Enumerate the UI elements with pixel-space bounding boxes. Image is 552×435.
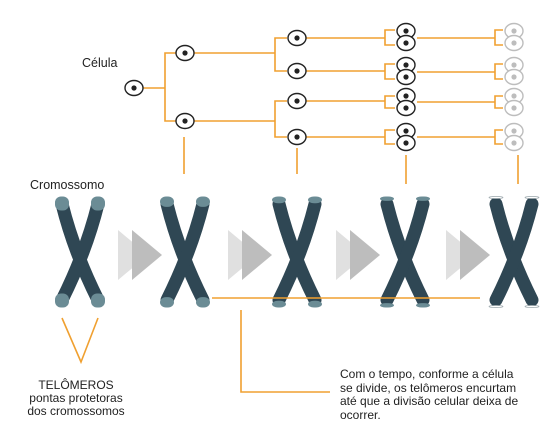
caption-line: até que a divisão celular deixa de	[340, 394, 519, 408]
arrow-icon	[228, 230, 272, 280]
telomere-cap	[380, 196, 394, 201]
telomere-cap	[308, 196, 322, 204]
telomere-cap	[91, 196, 105, 211]
telomere-cap	[272, 300, 286, 308]
cell-icon	[287, 128, 307, 146]
telomere-desc-line: dos cromossomos	[27, 404, 125, 418]
caption-line: ocorrer.	[340, 407, 381, 422]
telomere-cap	[160, 297, 174, 308]
faded-cell-pair-icon	[505, 24, 523, 51]
faded-cell-pair-icon	[505, 124, 523, 151]
arrow-icon	[446, 230, 490, 280]
telomere-cap	[524, 196, 540, 199]
telomere-cap	[55, 196, 69, 211]
faded-cell-pair-icon	[505, 89, 523, 116]
cell-icon	[287, 92, 307, 110]
telomere-cap	[160, 196, 174, 207]
telomere-cap	[55, 293, 69, 308]
chromosome	[55, 196, 105, 308]
arrow-icon	[118, 230, 162, 280]
chromosome	[272, 196, 322, 308]
caption-line: Com o tempo, conforme a célula	[340, 367, 514, 381]
lineage-tree	[143, 29, 503, 145]
chromosome	[380, 196, 430, 308]
chromosome	[488, 196, 540, 308]
cell-icon	[287, 29, 307, 47]
cell-icon	[175, 44, 195, 62]
level-connectors	[183, 137, 519, 184]
chromosome-label: Cromossomo	[30, 178, 105, 192]
telomere-cap	[380, 303, 394, 308]
telomere-cap	[196, 297, 210, 308]
telomere-cap	[488, 305, 504, 308]
cell-icon	[287, 62, 307, 80]
chromosome-row	[55, 196, 540, 308]
telomere-cap	[416, 303, 430, 308]
telomere-desc-line: pontas protetoras	[29, 391, 123, 405]
telomere-cap	[308, 300, 322, 308]
cell-pair-icon	[397, 89, 415, 116]
caption-line: se divide, os telômeros encurtam	[340, 380, 517, 395]
telomere-cap	[488, 196, 504, 199]
cell-label: Célula	[82, 56, 118, 70]
division-caption: Com o tempo, conforme a célula se divide…	[340, 367, 545, 422]
telomere-cap	[91, 293, 105, 308]
telomere-cap	[272, 196, 286, 204]
cell-pair-icon	[397, 124, 415, 151]
telomere-cap	[416, 196, 430, 201]
arrow-icon	[336, 230, 380, 280]
cell-pair-icon	[397, 58, 415, 85]
faded-cell-pair-icon	[505, 58, 523, 85]
telomere-annotation: TELÔMEROS pontas protetoras dos cromosso…	[16, 379, 136, 418]
telomere-cap	[524, 305, 540, 308]
cell-icon	[124, 79, 144, 97]
chromosome	[160, 196, 210, 308]
cell-pair-icon	[397, 24, 415, 51]
telomere-cap	[196, 196, 210, 207]
annotation-lines	[61, 297, 480, 393]
telomere-title: TELÔMEROS	[38, 378, 114, 392]
cell-icon	[175, 112, 195, 130]
